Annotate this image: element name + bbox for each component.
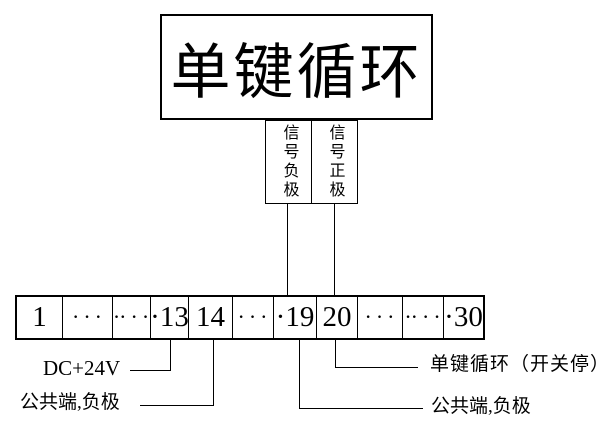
wire-terminal14-horizontal bbox=[140, 405, 214, 406]
signal-positive-label: 信号正极 bbox=[326, 124, 344, 200]
terminal-cell-19: ·19 bbox=[274, 297, 317, 338]
terminal-cell-20: 20 bbox=[317, 297, 358, 338]
terminal-cell-gap: ·· · · bbox=[403, 297, 444, 338]
terminal-cell-gap: · · · bbox=[358, 297, 403, 338]
wire-terminal20-horizontal bbox=[335, 367, 418, 368]
signal-positive-box: 信号正极 bbox=[312, 121, 357, 203]
terminal-cell-gap: · · · bbox=[233, 297, 274, 338]
terminal-cell-1: 1 bbox=[17, 297, 63, 338]
common-negative-right-label: 公共端,负极 bbox=[431, 396, 531, 417]
terminal-cell-gap: ·· · · bbox=[113, 297, 151, 338]
wire-terminal19-vertical bbox=[299, 340, 300, 409]
dc24v-label: DC+24V bbox=[43, 356, 121, 380]
common-negative-left-label: 公共端,负极 bbox=[20, 392, 120, 413]
terminal-cell-gap: · · · bbox=[63, 297, 113, 338]
wire-terminal20-vertical bbox=[335, 340, 336, 368]
signal-label-boxes: 信号负极 信号正极 bbox=[265, 120, 358, 204]
terminal-cell-30: ·30 bbox=[444, 301, 483, 333]
terminal-cell-14: 14 bbox=[189, 297, 233, 338]
wire-terminal13-horizontal bbox=[130, 370, 171, 371]
wire-terminal13-vertical bbox=[170, 340, 171, 371]
device-title: 单键循环 bbox=[170, 39, 423, 106]
wire-signal-positive bbox=[334, 204, 335, 295]
wire-signal-negative bbox=[287, 204, 288, 295]
signal-negative-label: 信号负极 bbox=[280, 124, 298, 200]
device-title-box: 单键循环 bbox=[160, 14, 433, 120]
terminal-cell-13: ·13 bbox=[151, 297, 189, 338]
signal-negative-box: 信号负极 bbox=[266, 121, 312, 203]
wire-terminal19-horizontal bbox=[299, 408, 423, 409]
one-key-cycle-label: 单键循环（开关停） bbox=[430, 354, 611, 375]
terminal-strip: 1 · · · ·· · · ·13 14 · · · ·19 20 · · ·… bbox=[15, 295, 485, 340]
wire-terminal14-vertical bbox=[213, 340, 214, 406]
